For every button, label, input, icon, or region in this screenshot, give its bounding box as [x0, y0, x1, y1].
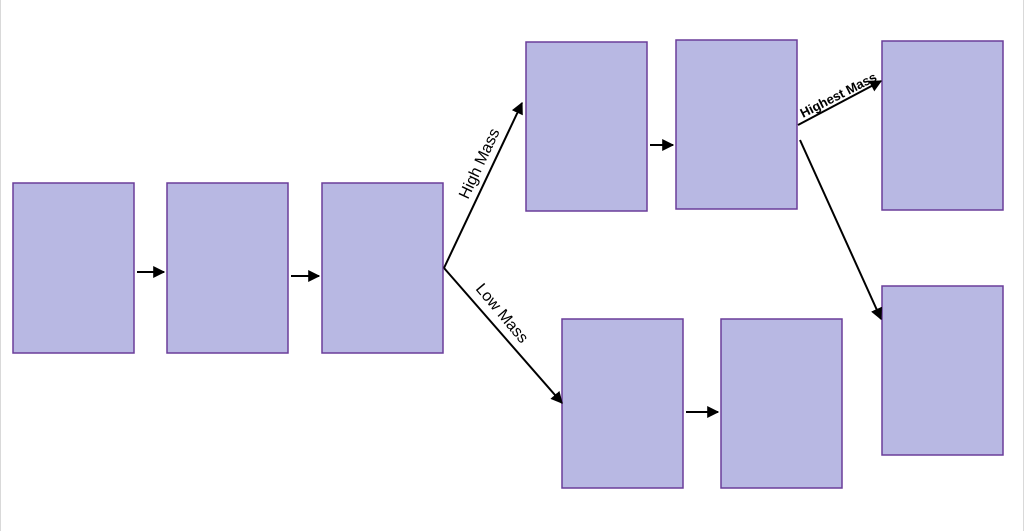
box-high-mass-1: [525, 41, 648, 212]
label-low-mass: Low Mass: [472, 281, 531, 347]
arrow-to-lower-right: [799, 139, 883, 321]
box-stage-3: [321, 182, 444, 354]
box-branch-lower-right: [881, 285, 1004, 456]
arrow-low-mass: [443, 267, 563, 404]
box-stage-1: [12, 182, 135, 354]
box-high-mass-2: [675, 39, 798, 210]
arrow-highest-mass: [797, 80, 883, 126]
label-highest-mass: Highest Mass: [798, 69, 879, 120]
arrow-high-mass: [443, 101, 523, 269]
box-low-mass-1: [561, 318, 684, 489]
box-highest-mass: [881, 40, 1004, 211]
box-low-mass-2: [720, 318, 843, 489]
box-stage-2: [166, 182, 289, 354]
